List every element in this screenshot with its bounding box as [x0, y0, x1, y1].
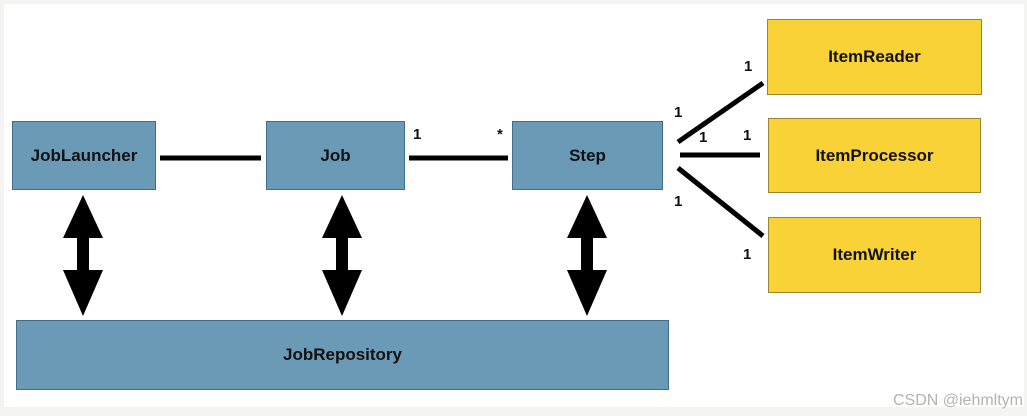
item-writer-label: ItemWriter — [832, 245, 917, 264]
item-reader-box: ItemReader — [767, 19, 982, 95]
item-processor-label: ItemProcessor — [815, 145, 934, 165]
launcher-repository-arrow — [63, 195, 103, 316]
item-writer-box: ItemWriter — [768, 217, 981, 293]
job-repository-box: JobRepository — [16, 320, 669, 390]
multiplicity-job-side: 1 — [413, 126, 422, 143]
job-label: Job — [320, 145, 351, 165]
watermark-text: CSDN @iehmltym — [892, 392, 1023, 409]
job-repository-arrow — [322, 195, 362, 316]
multiplicity-reader-end: 1 — [744, 58, 753, 75]
multiplicity-step-to-writer: 1 — [674, 193, 683, 210]
multiplicity-step-to-reader: 1 — [674, 104, 683, 121]
job-launcher-box: JobLauncher — [12, 121, 156, 190]
job-repository-label: JobRepository — [282, 345, 403, 364]
multiplicity-step-side: * — [497, 126, 503, 143]
step-repository-arrow — [567, 195, 607, 316]
job-box: Job — [266, 121, 405, 190]
step-writer-line — [676, 166, 765, 238]
step-label: Step — [569, 145, 606, 165]
job-launcher-label: JobLauncher — [30, 145, 138, 165]
item-reader-label: ItemReader — [828, 47, 921, 66]
step-box: Step — [512, 121, 663, 190]
multiplicity-writer-end: 1 — [743, 246, 752, 263]
multiplicity-step-to-processor: 1 — [699, 129, 708, 146]
multiplicity-processor-end: 1 — [743, 127, 752, 144]
item-processor-box: ItemProcessor — [768, 118, 981, 193]
step-reader-line — [676, 80, 765, 145]
